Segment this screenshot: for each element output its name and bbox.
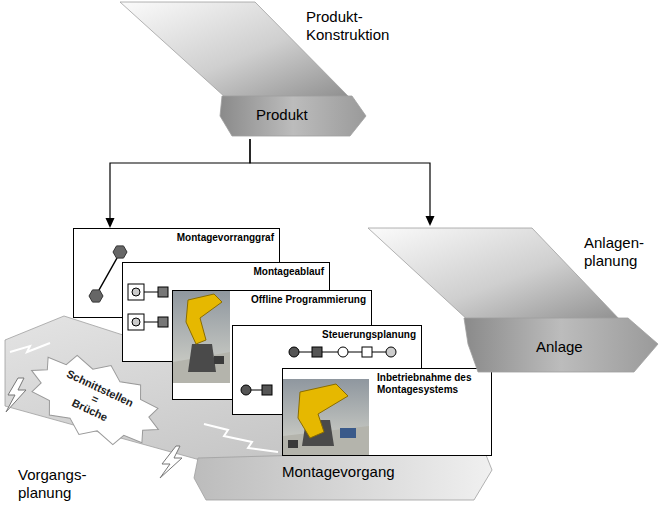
result-label: Anlage — [536, 338, 583, 356]
state-symbol — [386, 347, 396, 357]
photo-part — [214, 356, 224, 364]
lightning-bolt — [6, 378, 26, 412]
photo-part — [340, 428, 356, 438]
state-symbol — [289, 347, 299, 357]
phase-heading: Anlagen- planung — [584, 234, 656, 270]
text-slot: Vorgangs- planung — [18, 466, 98, 502]
arrow-face — [194, 450, 492, 500]
result-label: Montagevorgang — [282, 463, 395, 481]
sequence-link — [144, 292, 158, 293]
card-title: Steuerungsplanung — [322, 329, 416, 341]
arrow-face — [464, 318, 658, 372]
sequence-link — [144, 322, 158, 323]
connector — [250, 139, 435, 226]
photo-ground — [283, 379, 369, 455]
text-slot: Montagevorgang — [282, 463, 395, 481]
card-title: Offline Programmierung — [251, 294, 366, 306]
phase-heading: Produkt- Konstruktion — [306, 8, 406, 44]
card-title: Montagevorranggraf — [177, 232, 274, 244]
arrow-head — [106, 218, 115, 228]
crack-line — [10, 343, 50, 352]
text-slot: Produkt — [256, 106, 308, 124]
arrow-face — [220, 96, 366, 136]
robot-arm — [298, 384, 348, 438]
step-icon — [128, 284, 144, 300]
interface-note: Brüche — [42, 383, 138, 436]
crack-line — [204, 424, 278, 452]
text-slot: Inbetriebnahme des Montagesystems — [377, 372, 479, 396]
text-slot: Offline Programmierung — [251, 294, 366, 306]
graph-node — [113, 246, 127, 258]
step-icon-mark — [132, 318, 140, 326]
photo-table — [173, 352, 230, 383]
action-symbol — [362, 347, 372, 357]
robot-arm — [186, 294, 222, 344]
sequence-icons — [128, 284, 168, 330]
label-group: Schnittstellen=Brüche — [42, 362, 148, 437]
flow-link — [372, 352, 386, 353]
robot-base — [302, 420, 334, 446]
text-slot: Steuerungsplanung — [322, 329, 416, 341]
step-box — [158, 317, 168, 327]
text-slot: Produkt- Konstruktion — [306, 8, 406, 44]
process-arrow: Produkt- KonstruktionProdukt — [118, 0, 368, 139]
text-slot: Montageablauf — [253, 266, 324, 278]
card-title: Montageablauf — [253, 266, 324, 278]
photo-part — [288, 440, 298, 448]
card-title: Inbetriebnahme des Montagesystems — [377, 372, 479, 396]
starburst-shape — [15, 336, 174, 464]
connector-line — [250, 139, 430, 218]
text-slot: Montagevorranggraf — [177, 232, 274, 244]
action-symbol — [262, 385, 272, 395]
connector — [106, 139, 251, 228]
arrow-face — [368, 228, 622, 322]
result-label: Produkt — [256, 106, 308, 124]
robot-photo — [173, 291, 230, 383]
graph-node — [89, 290, 103, 302]
precedence-graph — [89, 246, 127, 302]
starburst — [15, 336, 174, 464]
planning-card: Inbetriebnahme des Montagesystems — [282, 368, 492, 456]
connector-line — [110, 139, 250, 220]
step-icon-mark — [132, 288, 140, 296]
photo-ground — [173, 291, 230, 383]
step-icon — [128, 314, 144, 330]
robot-base — [188, 344, 216, 372]
graph-link — [99, 258, 117, 290]
text-slot: Anlagen- planung — [584, 234, 656, 270]
flow-link — [322, 352, 338, 353]
flow-link — [251, 390, 262, 391]
text-slot: Anlage — [536, 338, 583, 356]
state-symbol — [338, 347, 348, 357]
process-arrow: Anlagen- planungAnlage — [366, 226, 662, 374]
action-symbol — [312, 347, 322, 357]
control-plan-symbols — [241, 347, 396, 395]
state-symbol — [241, 385, 251, 395]
flow-link — [348, 352, 362, 353]
photo-table — [283, 426, 369, 455]
band-cracks — [10, 343, 278, 452]
step-box — [158, 287, 168, 297]
interface-note: Schnittstellen — [52, 362, 148, 415]
robot-photo — [283, 379, 369, 455]
phase-heading: Vorgangs- planung — [18, 466, 98, 502]
flow-link — [299, 352, 312, 353]
arrow-head — [426, 216, 435, 226]
lightning-bolt — [160, 446, 182, 478]
